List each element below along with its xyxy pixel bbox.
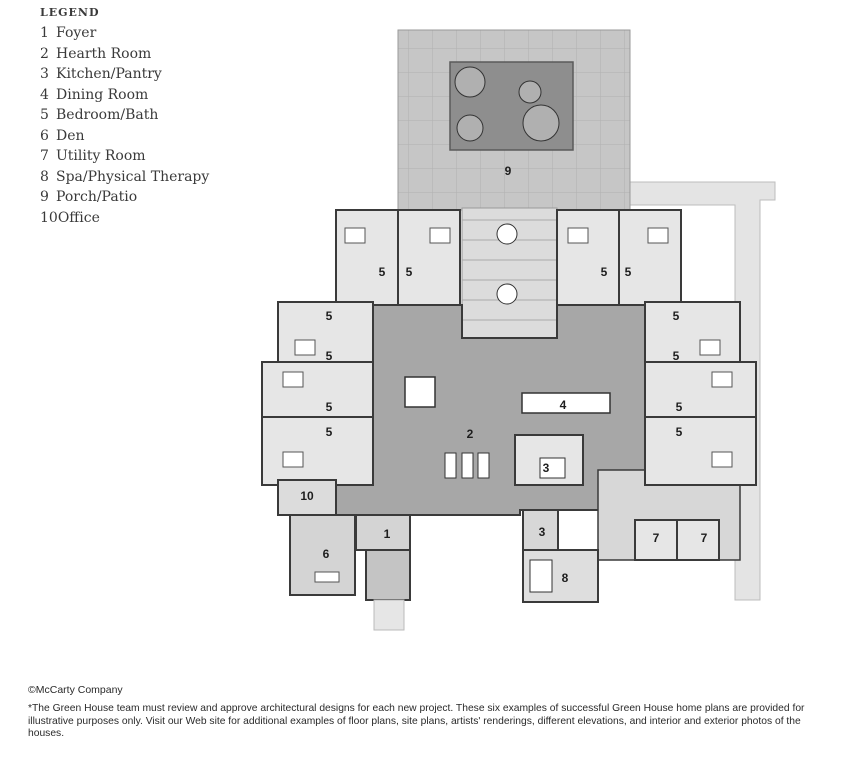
patio-table	[496, 283, 518, 305]
legend-item: 1 Foyer	[40, 23, 209, 44]
room-label-porch: 9	[505, 164, 512, 178]
legend-label: Foyer	[56, 25, 97, 41]
legend-label: Dining Room	[56, 86, 149, 103]
room-label-spa: 8	[562, 571, 569, 585]
legend-item: 4 Dining Room	[40, 85, 209, 106]
legend-number: 6	[40, 127, 49, 144]
room-label-bedroom: 5	[406, 265, 413, 279]
bedroom-wing-upper-left	[335, 209, 461, 306]
legend-label: Porch/Patio	[56, 189, 138, 205]
tree-icon	[456, 114, 484, 142]
room-label-bedroom: 5	[326, 349, 333, 363]
disclaimer-text: *The Green House team must review and ap…	[28, 703, 805, 739]
dining-table	[521, 392, 611, 414]
room-label-foyer: 1	[384, 527, 391, 541]
room-label-den: 6	[323, 547, 330, 561]
room-label-office: 10	[300, 489, 314, 503]
legend-item: 8 Spa/Physical Therapy	[40, 167, 209, 188]
room-label-bedroom: 5	[601, 265, 608, 279]
legend-number: 7	[40, 148, 49, 164]
room-label-kitchen: 3	[543, 461, 550, 475]
legend-item: 2 Hearth Room	[40, 44, 209, 65]
bedroom-wing-left	[261, 301, 374, 486]
porch-patio	[397, 29, 631, 211]
legend-item: 3 Kitchen/Pantry	[40, 64, 209, 85]
hearth-furniture	[404, 376, 490, 479]
legend-label: Kitchen/Pantry	[56, 66, 162, 82]
legend-item: 9 Porch/Patio	[40, 187, 209, 208]
room-label-bedroom: 5	[326, 309, 333, 323]
legend-number: 5	[40, 107, 49, 123]
legend-number: 9	[40, 189, 49, 205]
legend-number: 4	[40, 86, 49, 103]
legend-number: 2	[40, 45, 49, 62]
bedroom-wing-right	[644, 301, 757, 486]
foyer-room	[355, 514, 411, 631]
legend-number: 10	[40, 209, 58, 226]
tree-icon	[454, 66, 486, 98]
legend-number: 8	[40, 168, 49, 185]
room-label-bedroom: 5	[326, 400, 333, 414]
legend-label: Hearth Room	[56, 45, 152, 62]
legend: LEGEND 1 Foyer 2 Hearth Room 3 Kitchen/Pant…	[40, 6, 209, 228]
legend-title: LEGEND	[40, 6, 100, 19]
room-label-bedroom: 5	[676, 400, 683, 414]
legend-item: 10Office	[40, 208, 209, 229]
legend-item: 7 Utility Room	[40, 146, 209, 167]
room-label-hearth: 2	[467, 427, 474, 441]
room-label-bedroom: 5	[676, 425, 683, 439]
room-label-bedroom: 5	[673, 349, 680, 363]
room-label-dining: 4	[560, 398, 567, 412]
den-room	[289, 514, 356, 596]
legend-number: 1	[40, 25, 49, 41]
tree-icon	[522, 104, 560, 142]
patio-table	[496, 223, 518, 245]
tree-icon	[518, 80, 542, 104]
utility-rooms	[634, 519, 720, 561]
room-label-bedroom: 5	[326, 425, 333, 439]
room-label-bedroom: 5	[673, 309, 680, 323]
copyright-notice: ©McCarty Company	[28, 684, 123, 696]
spa-room	[522, 549, 599, 603]
legend-item: 5 Bedroom/Bath	[40, 105, 209, 126]
legend-label: Den	[56, 127, 85, 144]
room-label-utility: 7	[653, 531, 660, 545]
legend-item: 6 Den	[40, 126, 209, 147]
room-label-bedroom: 5	[625, 265, 632, 279]
legend-label: Spa/Physical Therapy	[56, 168, 210, 185]
legend-number: 3	[40, 66, 49, 82]
bedroom-wing-upper-right	[556, 209, 682, 306]
legend-label: Utility Room	[56, 148, 146, 164]
floor-plan: 9 5 5 5 5 5 5 5 5 5 5 5 5 2 4 3 3 10 6 1…	[261, 29, 776, 631]
room-label-utility: 7	[701, 531, 708, 545]
legend-label: Bedroom/Bath	[56, 107, 159, 123]
kitchen-room	[514, 434, 584, 486]
courtyard	[461, 207, 558, 339]
room-label-bedroom: 5	[379, 265, 386, 279]
room-label-pantry: 3	[539, 525, 546, 539]
legend-label: Office	[57, 209, 100, 226]
